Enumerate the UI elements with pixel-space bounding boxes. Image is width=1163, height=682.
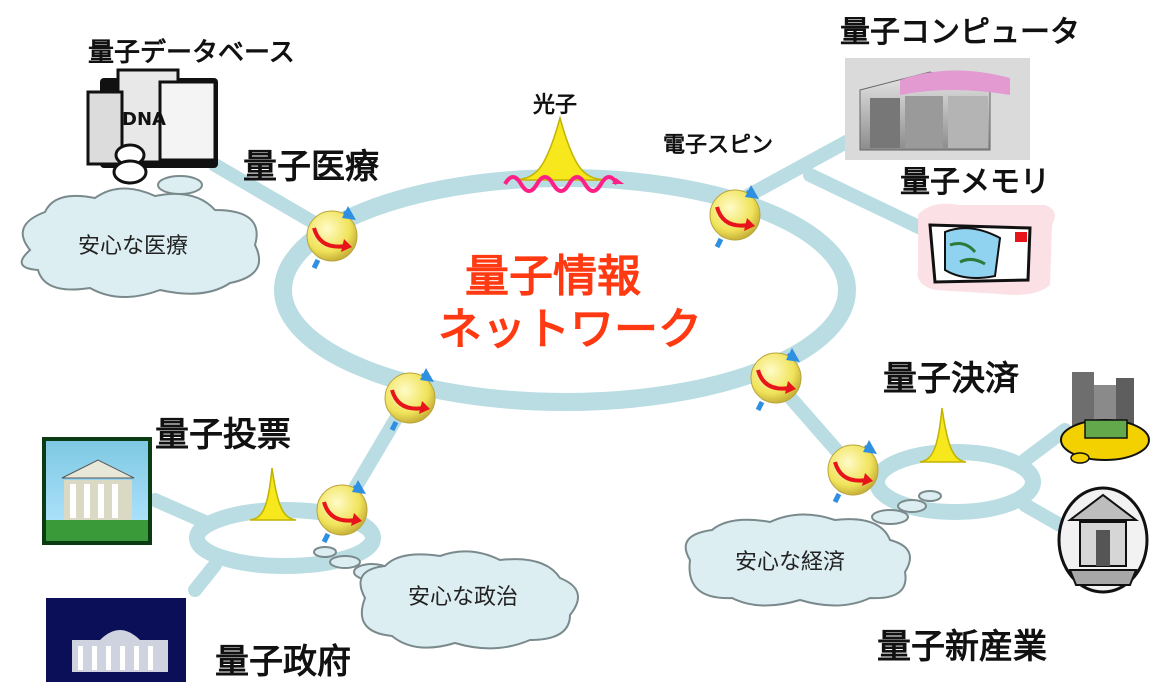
voting-illustration bbox=[42, 437, 152, 545]
cloud-politics bbox=[313, 546, 579, 650]
new-industry-illustration bbox=[1057, 486, 1149, 594]
link-voting bbox=[148, 493, 212, 529]
link-government bbox=[188, 558, 222, 597]
spin-sphere-1 bbox=[306, 206, 358, 270]
voting-label: 量子投票 bbox=[155, 415, 291, 455]
photon-pulse-right bbox=[919, 407, 967, 463]
computer-label: 量子コンピュータ bbox=[840, 15, 1080, 50]
cloud-politics-text: 安心な政治 bbox=[408, 585, 519, 610]
spin-sphere-5 bbox=[316, 480, 368, 544]
government-label: 量子政府 bbox=[215, 642, 351, 682]
computer-illustration bbox=[845, 58, 1030, 160]
cloud-economy bbox=[684, 490, 942, 607]
spin-sphere-3 bbox=[384, 368, 436, 432]
payment-illustration bbox=[1060, 372, 1150, 464]
cloud-medical-text: 安心な医療 bbox=[78, 234, 189, 259]
government-illustration bbox=[46, 598, 186, 682]
new-industry-label: 量子新産業 bbox=[877, 627, 1047, 667]
electron-spins bbox=[306, 185, 879, 544]
left-sub-ring bbox=[189, 502, 381, 574]
link-new-industry bbox=[1018, 498, 1067, 532]
center-title-line1: 量子情報 bbox=[465, 251, 641, 302]
photon-label: 光子 bbox=[533, 93, 578, 118]
memory-illustration bbox=[917, 203, 1055, 295]
link-payment bbox=[1018, 423, 1072, 467]
spin-sphere-4 bbox=[750, 348, 802, 412]
link-computer bbox=[733, 133, 857, 207]
center-title-line2: ネットワーク bbox=[438, 304, 702, 355]
cloud-economy-text: 安心な経済 bbox=[735, 550, 846, 575]
link-memory bbox=[803, 168, 932, 237]
electron-spin-label: 電子スピン bbox=[663, 133, 774, 158]
spin-sphere-2 bbox=[709, 185, 761, 249]
spin-sphere-6 bbox=[827, 440, 879, 504]
right-sub-ring bbox=[869, 444, 1041, 520]
database-illustration: DNA bbox=[86, 68, 218, 185]
payment-label: 量子決済 bbox=[883, 359, 1019, 399]
photon-wave bbox=[503, 175, 619, 193]
photon-pulse-left bbox=[249, 467, 297, 521]
memory-label: 量子メモリ bbox=[900, 165, 1050, 200]
photon-pulse-top bbox=[503, 115, 624, 193]
link-medical bbox=[208, 158, 337, 239]
database-label: 量子データベース bbox=[88, 38, 295, 68]
dna-label: DNA bbox=[122, 109, 166, 130]
medical-label: 量子医療 bbox=[243, 147, 379, 187]
